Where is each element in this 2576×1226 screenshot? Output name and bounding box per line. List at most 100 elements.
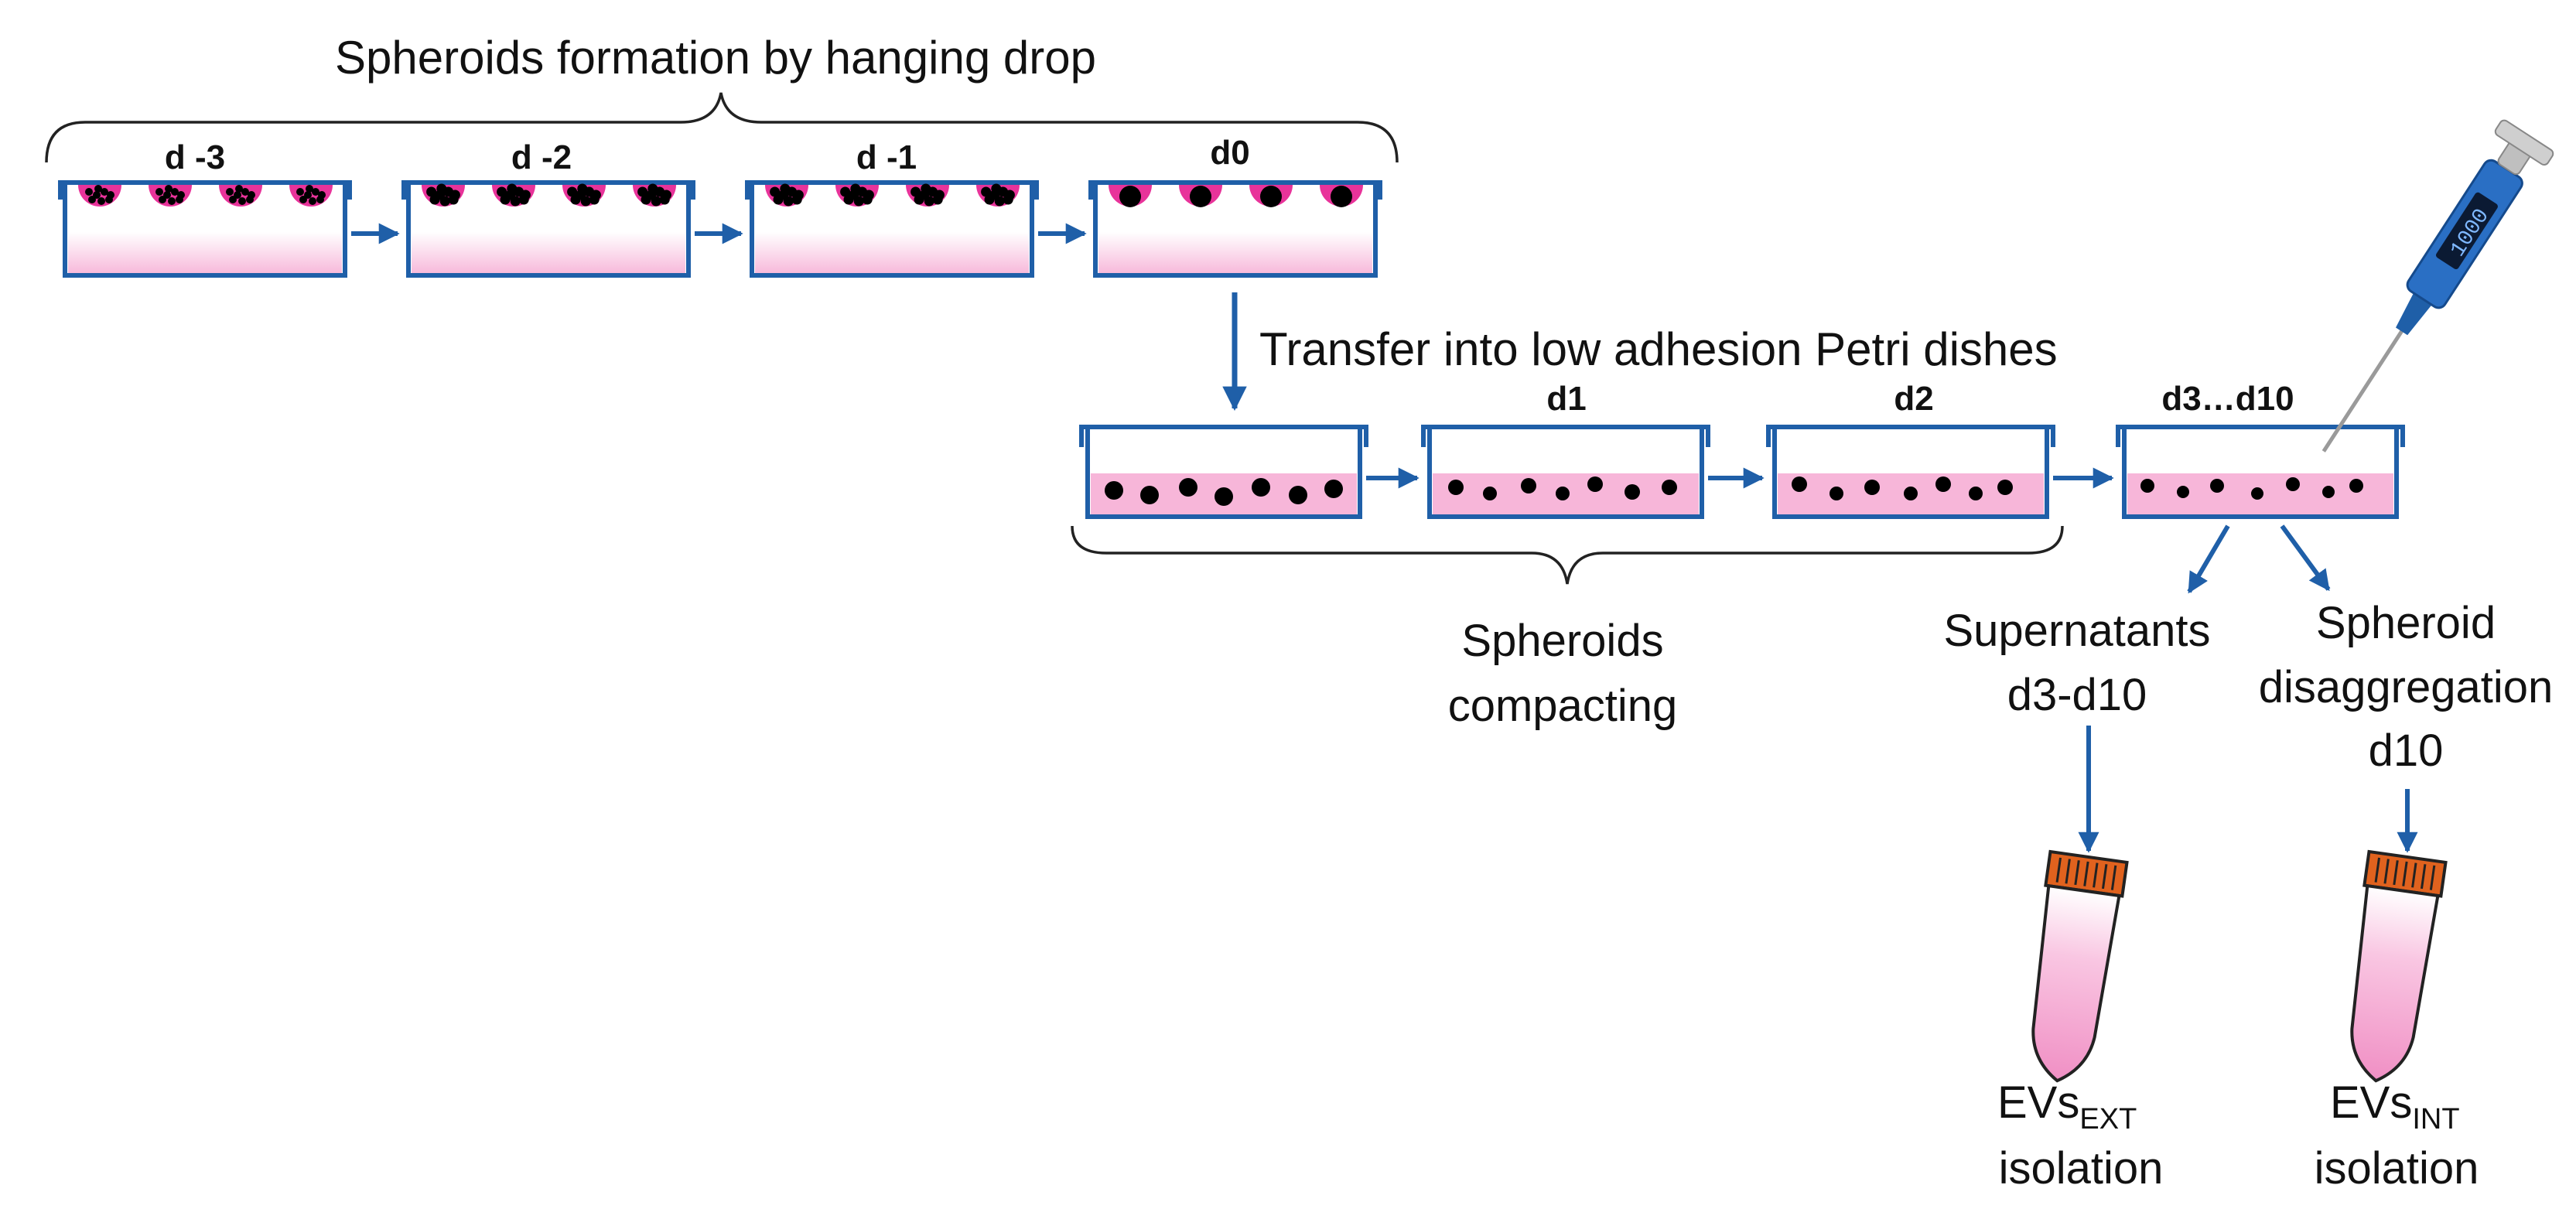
spheroid [1324,480,1343,498]
cell [85,188,93,196]
cell [159,196,166,203]
cell [981,186,992,197]
cap-ridge [2393,860,2399,886]
day-label-hd-1: d -3 [165,138,225,176]
cap-ridge [2383,859,2390,884]
spheroid [1448,480,1464,495]
cap-ridge [2402,861,2408,886]
cell [910,186,921,197]
day-label-hd-2: d -2 [511,138,572,176]
dish-outline [750,183,1034,278]
title: Spheroids formation by hanging drop [335,32,1096,84]
spheroid [2177,486,2189,498]
spheroid [2251,487,2263,500]
day-label-petri-2: d1 [1546,380,1586,418]
compacting-line2: compacting [1448,681,1678,731]
petri-outline [2122,427,2399,519]
spheroid [1997,480,2013,495]
hanging-drop-dish-3 [745,180,1039,278]
spheroid [1792,476,1807,492]
cell [426,186,437,197]
cell [567,186,578,197]
tube-int-icon [2350,849,2448,1083]
spheroid [1331,186,1352,207]
cap-ridge [2420,864,2427,890]
cell [436,183,447,194]
spheroid [2286,477,2300,491]
cell [862,194,873,205]
cell [840,186,851,197]
cell [637,186,648,197]
cap-ridge [2374,857,2381,883]
cell [105,196,113,203]
petri-dish-row [1079,425,2405,519]
cell [921,183,931,194]
ev-int-label: EVsINT [2330,1077,2460,1136]
cell [500,194,511,205]
cell [984,194,995,205]
spheroid [1215,487,1233,506]
top-brace [45,92,1399,163]
cell [659,194,670,205]
dish-medium [1098,232,1372,275]
spheroid [1521,478,1536,493]
spheroid [2322,486,2335,498]
cap-ridge [2065,859,2071,884]
cell [226,188,234,196]
cell [507,183,518,194]
cell [853,196,864,207]
arrow-to-supernatants [2187,524,2230,594]
cell [843,194,854,205]
spheroid [1289,486,1307,504]
cell [309,197,316,205]
compacting-brace [1071,525,2064,585]
cell [235,185,243,193]
cell [241,188,249,196]
cell [932,194,943,205]
cell [783,196,794,207]
cap-ridge [2429,865,2436,890]
spheroid [1252,478,1270,497]
pipette-icon: 1000 [2321,119,2554,452]
cell [1003,194,1013,205]
cell [510,196,521,207]
cell [448,194,459,205]
ev-ext-label: EVsEXT [1997,1077,2137,1136]
cell [246,196,254,203]
petri-lid [1766,425,2055,447]
disaggregation-line2: disaggregation [2259,662,2554,712]
transfer-label: Transfer into low adhesion Petri dishes [1259,323,2058,375]
cell [88,196,96,203]
supernatants-line1: Supernatants [1943,606,2210,656]
hanging-drop-dish-4 [1088,180,1382,278]
dish-outline [1093,183,1378,278]
spheroid [1140,486,1159,504]
spheroid [1179,478,1197,497]
cap-ridge [2110,865,2117,890]
petri-outline [1085,427,1362,519]
cell [850,183,861,194]
cap-ridge [2083,861,2089,886]
spheroid [1625,484,1640,500]
ev-int-isolation: isolation [2315,1143,2479,1194]
arrow-to-disaggregation [2280,524,2331,592]
cell [312,188,319,196]
cell [299,196,307,203]
cell [791,194,802,205]
day-label-hd-4: d0 [1210,134,1249,172]
cell [439,196,450,207]
dish-lid [745,180,1039,200]
spheroid [1105,481,1123,500]
dish-lid [1088,180,1382,200]
cell [429,194,440,205]
cell [94,185,102,193]
spheroid [1587,476,1603,492]
disaggregation-line1: Spheroid [2316,598,2496,648]
petri-lid [1079,425,1368,447]
cell [914,194,924,205]
dish-medium [412,232,685,275]
tube-body [2031,883,2121,1083]
petri-lid [2116,425,2405,447]
cell [155,188,163,196]
